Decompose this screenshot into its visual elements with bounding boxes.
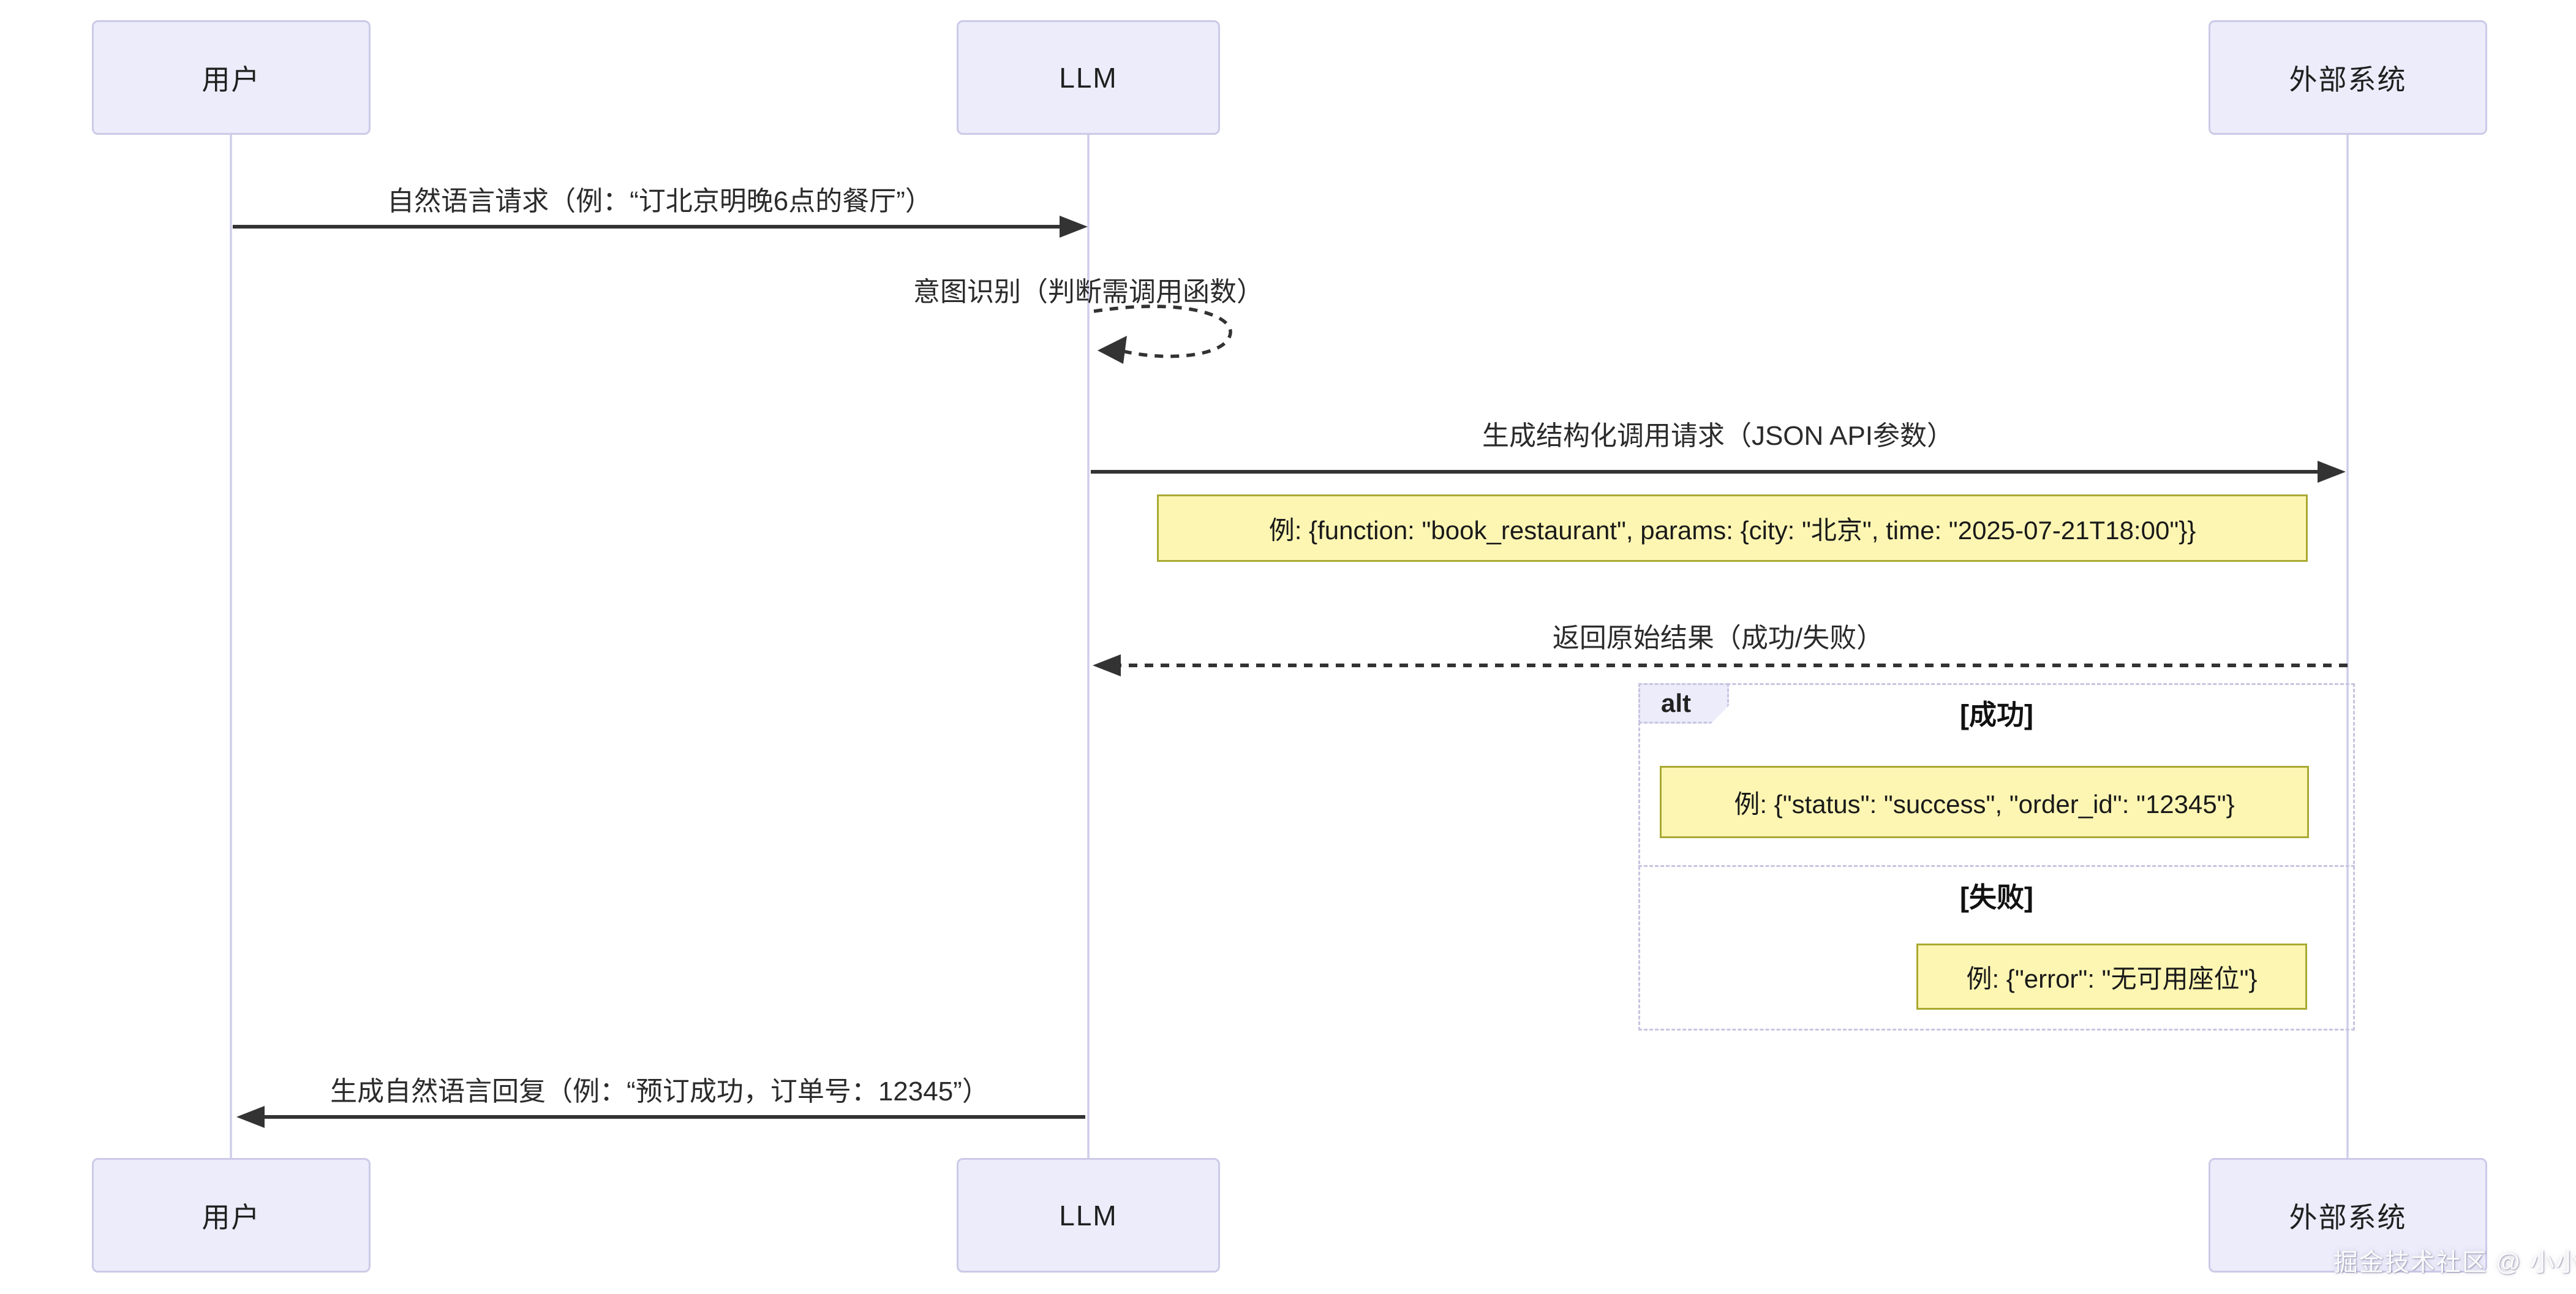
actor-user-label: 用户 — [201, 63, 261, 96]
note-success-text: 例: {"status": "success", "order_id": "12… — [1734, 789, 2235, 819]
alt-condition-success: [成功] — [1960, 699, 2033, 730]
note-structured-call-example: 例: {function: "book_restaurant", params:… — [1157, 494, 2308, 562]
alt-divider — [1638, 865, 2355, 867]
arrowhead-request — [1060, 216, 1088, 238]
alt-condition-failure: [失败] — [1960, 882, 2033, 913]
actor-user-top: 用户 — [92, 20, 371, 135]
note-error-example: 例: {"error": "无可用座位"} — [1916, 944, 2307, 1010]
actor-external-label: 外部系统 — [2289, 63, 2407, 96]
watermark: 掘金技术社区 @ 小小小小小鹿 — [2333, 1249, 2576, 1276]
arrowhead-raw-result — [1093, 654, 1121, 676]
arrowhead-reply — [236, 1106, 265, 1128]
self-loop-intent — [1093, 305, 1232, 358]
alt-frame: alt — [1638, 683, 2355, 1031]
actor-user-label-bottom: 用户 — [201, 1201, 261, 1233]
message-natural-language-reply: 生成自然语言回复（例：“预订成功，订单号：12345”） — [330, 1076, 989, 1107]
alt-frame-label: alt — [1638, 683, 1729, 724]
actor-llm-top: LLM — [957, 20, 1220, 135]
message-raw-result: 返回原始结果（成功/失败） — [1552, 623, 1884, 653]
actor-llm-bottom: LLM — [957, 1158, 1220, 1273]
actor-external-label-bottom: 外部系统 — [2289, 1201, 2407, 1233]
note-success-example: 例: {"status": "success", "order_id": "12… — [1660, 766, 2309, 838]
arrowhead-intent — [1098, 336, 1127, 364]
note-error-text: 例: {"error": "无可用座位"} — [1966, 964, 2258, 993]
actor-user-bottom: 用户 — [92, 1158, 371, 1273]
actor-llm-label-bottom: LLM — [1059, 1199, 1118, 1232]
actor-external-bottom: 外部系统 — [2209, 1158, 2487, 1273]
note-structured-call-text: 例: {function: "book_restaurant", params:… — [1268, 515, 2196, 545]
actor-llm-label: LLM — [1059, 61, 1118, 94]
message-intent-recognition: 意图识别（判断需调用函数） — [913, 277, 1264, 307]
message-natural-language-request: 自然语言请求（例：“订北京明晚6点的餐厅”） — [387, 186, 932, 216]
actor-external-top: 外部系统 — [2209, 20, 2487, 135]
arrowhead-structured-call — [2318, 461, 2346, 483]
message-structured-call: 生成结构化调用请求（JSON API参数） — [1482, 421, 1954, 451]
alt-label-text: alt — [1661, 689, 1692, 717]
